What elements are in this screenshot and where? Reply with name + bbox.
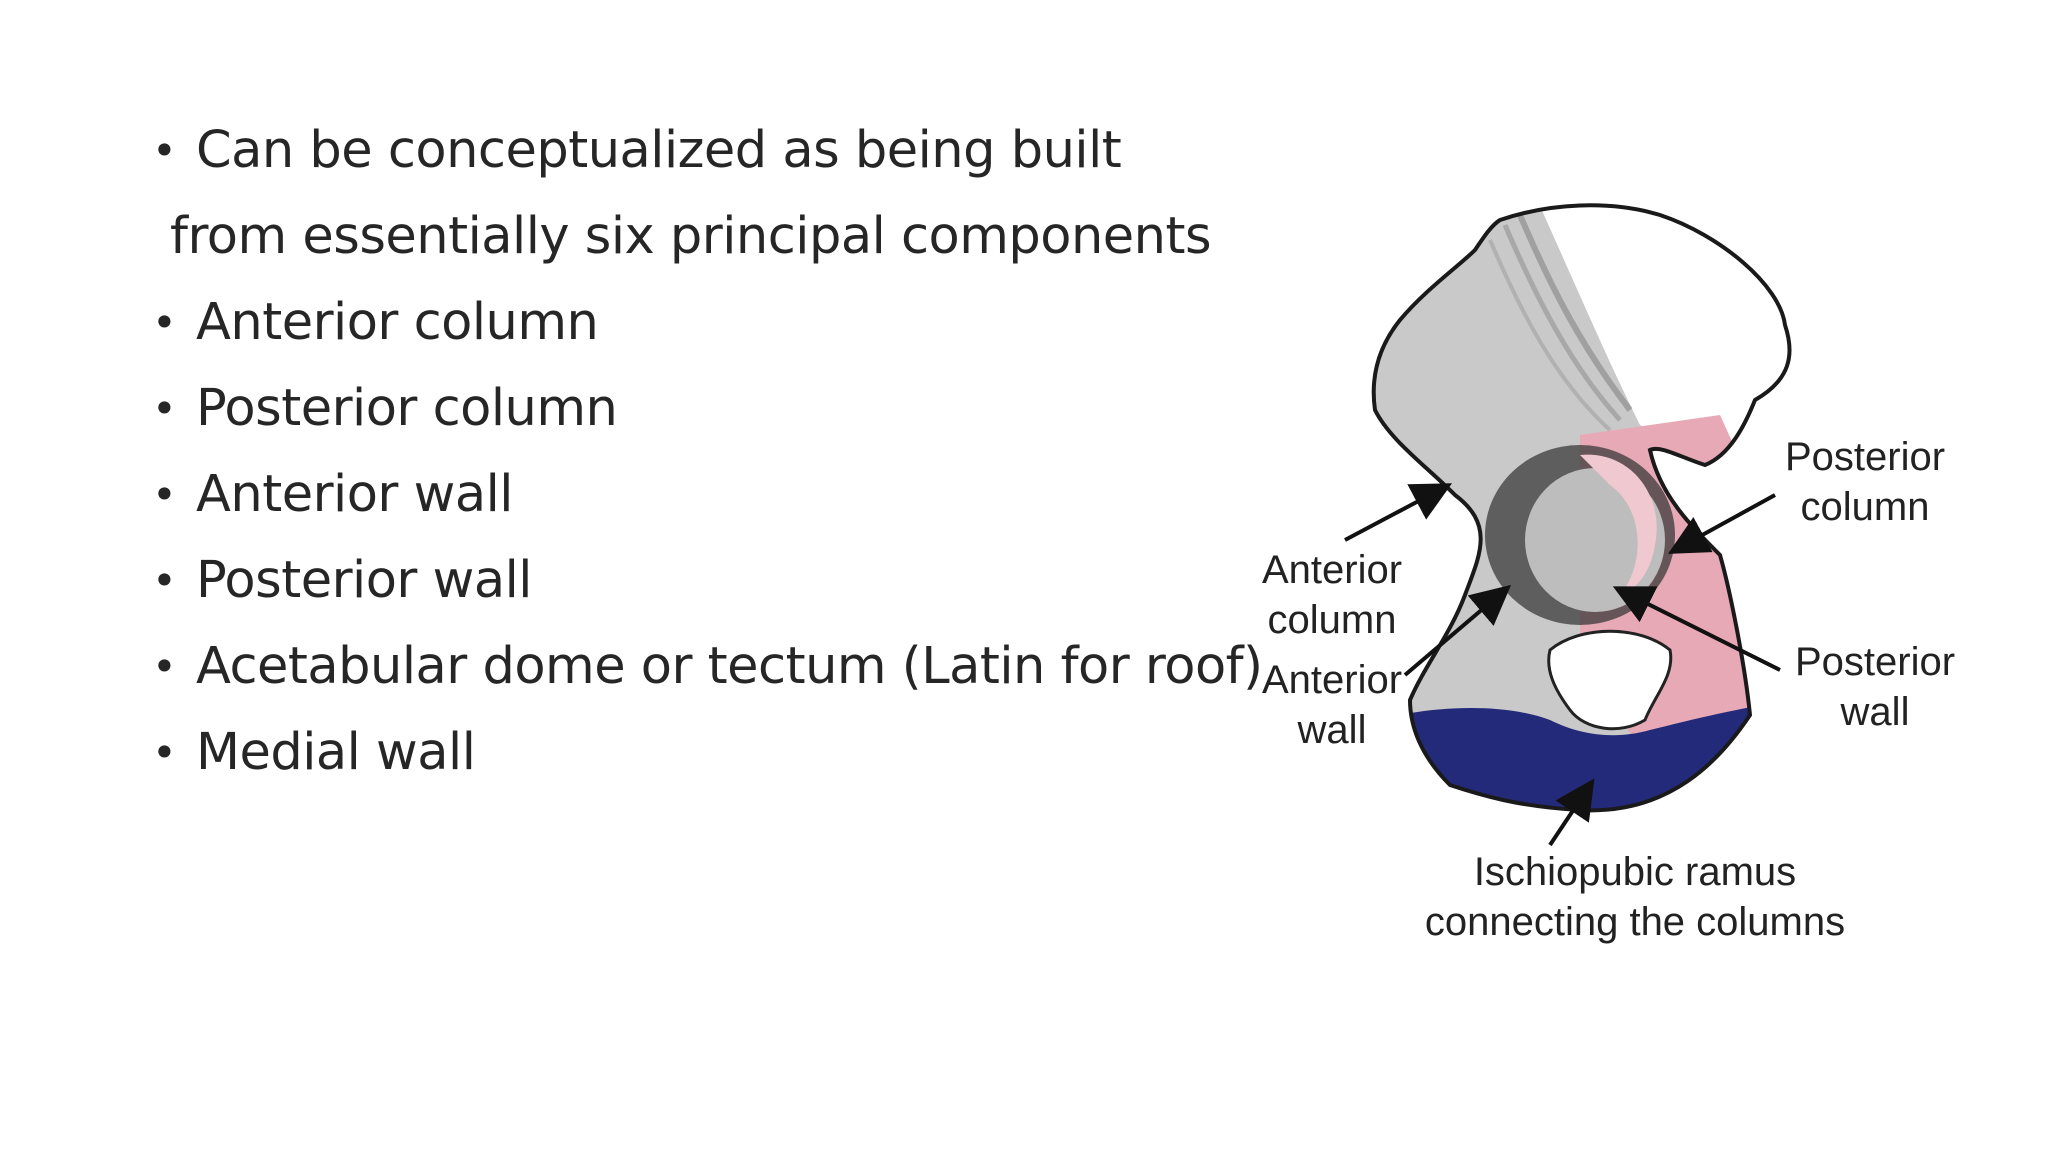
label-anterior-column: Anterior bbox=[1262, 548, 1402, 592]
bullet-item: • Posterior wall bbox=[152, 538, 1252, 624]
bullet-list: • Can be conceptualized as being built f… bbox=[152, 108, 1263, 796]
label-posterior-column: Posterior bbox=[1785, 435, 1945, 479]
bullet-text: Anterior column bbox=[196, 293, 599, 352]
bullet-text: Medial wall bbox=[196, 723, 476, 782]
bullet-item: • Posterior column bbox=[152, 366, 1252, 452]
label-ischiopubic-ramus: connecting the columns bbox=[1425, 900, 1845, 944]
acetabulum-diagram: Anterior column Anterior wall Posterior … bbox=[1250, 195, 1980, 965]
anterior-wall-arrow bbox=[1403, 584, 1512, 677]
posterior-column-arrow bbox=[1667, 493, 1776, 554]
bullet-text: from essentially six principal component… bbox=[170, 207, 1212, 266]
anterior-column-arrow bbox=[1344, 483, 1453, 542]
bullet-text: Posterior wall bbox=[196, 551, 532, 610]
bullet-text: Can be conceptualized as being built bbox=[196, 121, 1122, 180]
bullet-item: • Anterior wall bbox=[152, 452, 1252, 538]
label-posterior-column: column bbox=[1801, 485, 1930, 529]
acetabulum-illustration: Anterior column Anterior wall Posterior … bbox=[1262, 203, 1955, 944]
label-anterior-column: column bbox=[1268, 598, 1397, 642]
bullet-dot: • bbox=[152, 556, 177, 605]
label-ischiopubic-ramus: Ischiopubic ramus bbox=[1474, 850, 1796, 894]
bullet-text: Anterior wall bbox=[196, 465, 513, 524]
label-anterior-wall: wall bbox=[1297, 708, 1367, 752]
bullet-item: • Anterior column bbox=[152, 280, 1252, 366]
bullet-dot: • bbox=[152, 298, 177, 347]
bullet-text: Posterior column bbox=[196, 379, 618, 438]
bullet-item: • Can be conceptualized as being built bbox=[152, 108, 1252, 194]
bullet-dot: • bbox=[152, 642, 177, 691]
bone-fill bbox=[1373, 205, 1790, 811]
bullet-item: • Medial wall bbox=[152, 710, 1252, 796]
bullet-dot: • bbox=[152, 728, 177, 777]
bullet-dot: • bbox=[152, 384, 177, 433]
bullet-dot: • bbox=[152, 470, 177, 519]
bullet-item: • Acetabular dome or tectum (Latin for r… bbox=[152, 624, 1263, 710]
posterior-wall-arrow bbox=[1612, 586, 1781, 672]
bullet-continuation: from essentially six principal component… bbox=[152, 194, 1252, 280]
bullet-dot: • bbox=[152, 126, 177, 175]
bullet-text: Acetabular dome or tectum (Latin for roo… bbox=[196, 637, 1263, 696]
label-posterior-wall: wall bbox=[1840, 690, 1910, 734]
label-anterior-wall: Anterior bbox=[1262, 658, 1402, 702]
label-posterior-wall: Posterior bbox=[1795, 640, 1955, 684]
ramus-arrow bbox=[1548, 778, 1595, 847]
